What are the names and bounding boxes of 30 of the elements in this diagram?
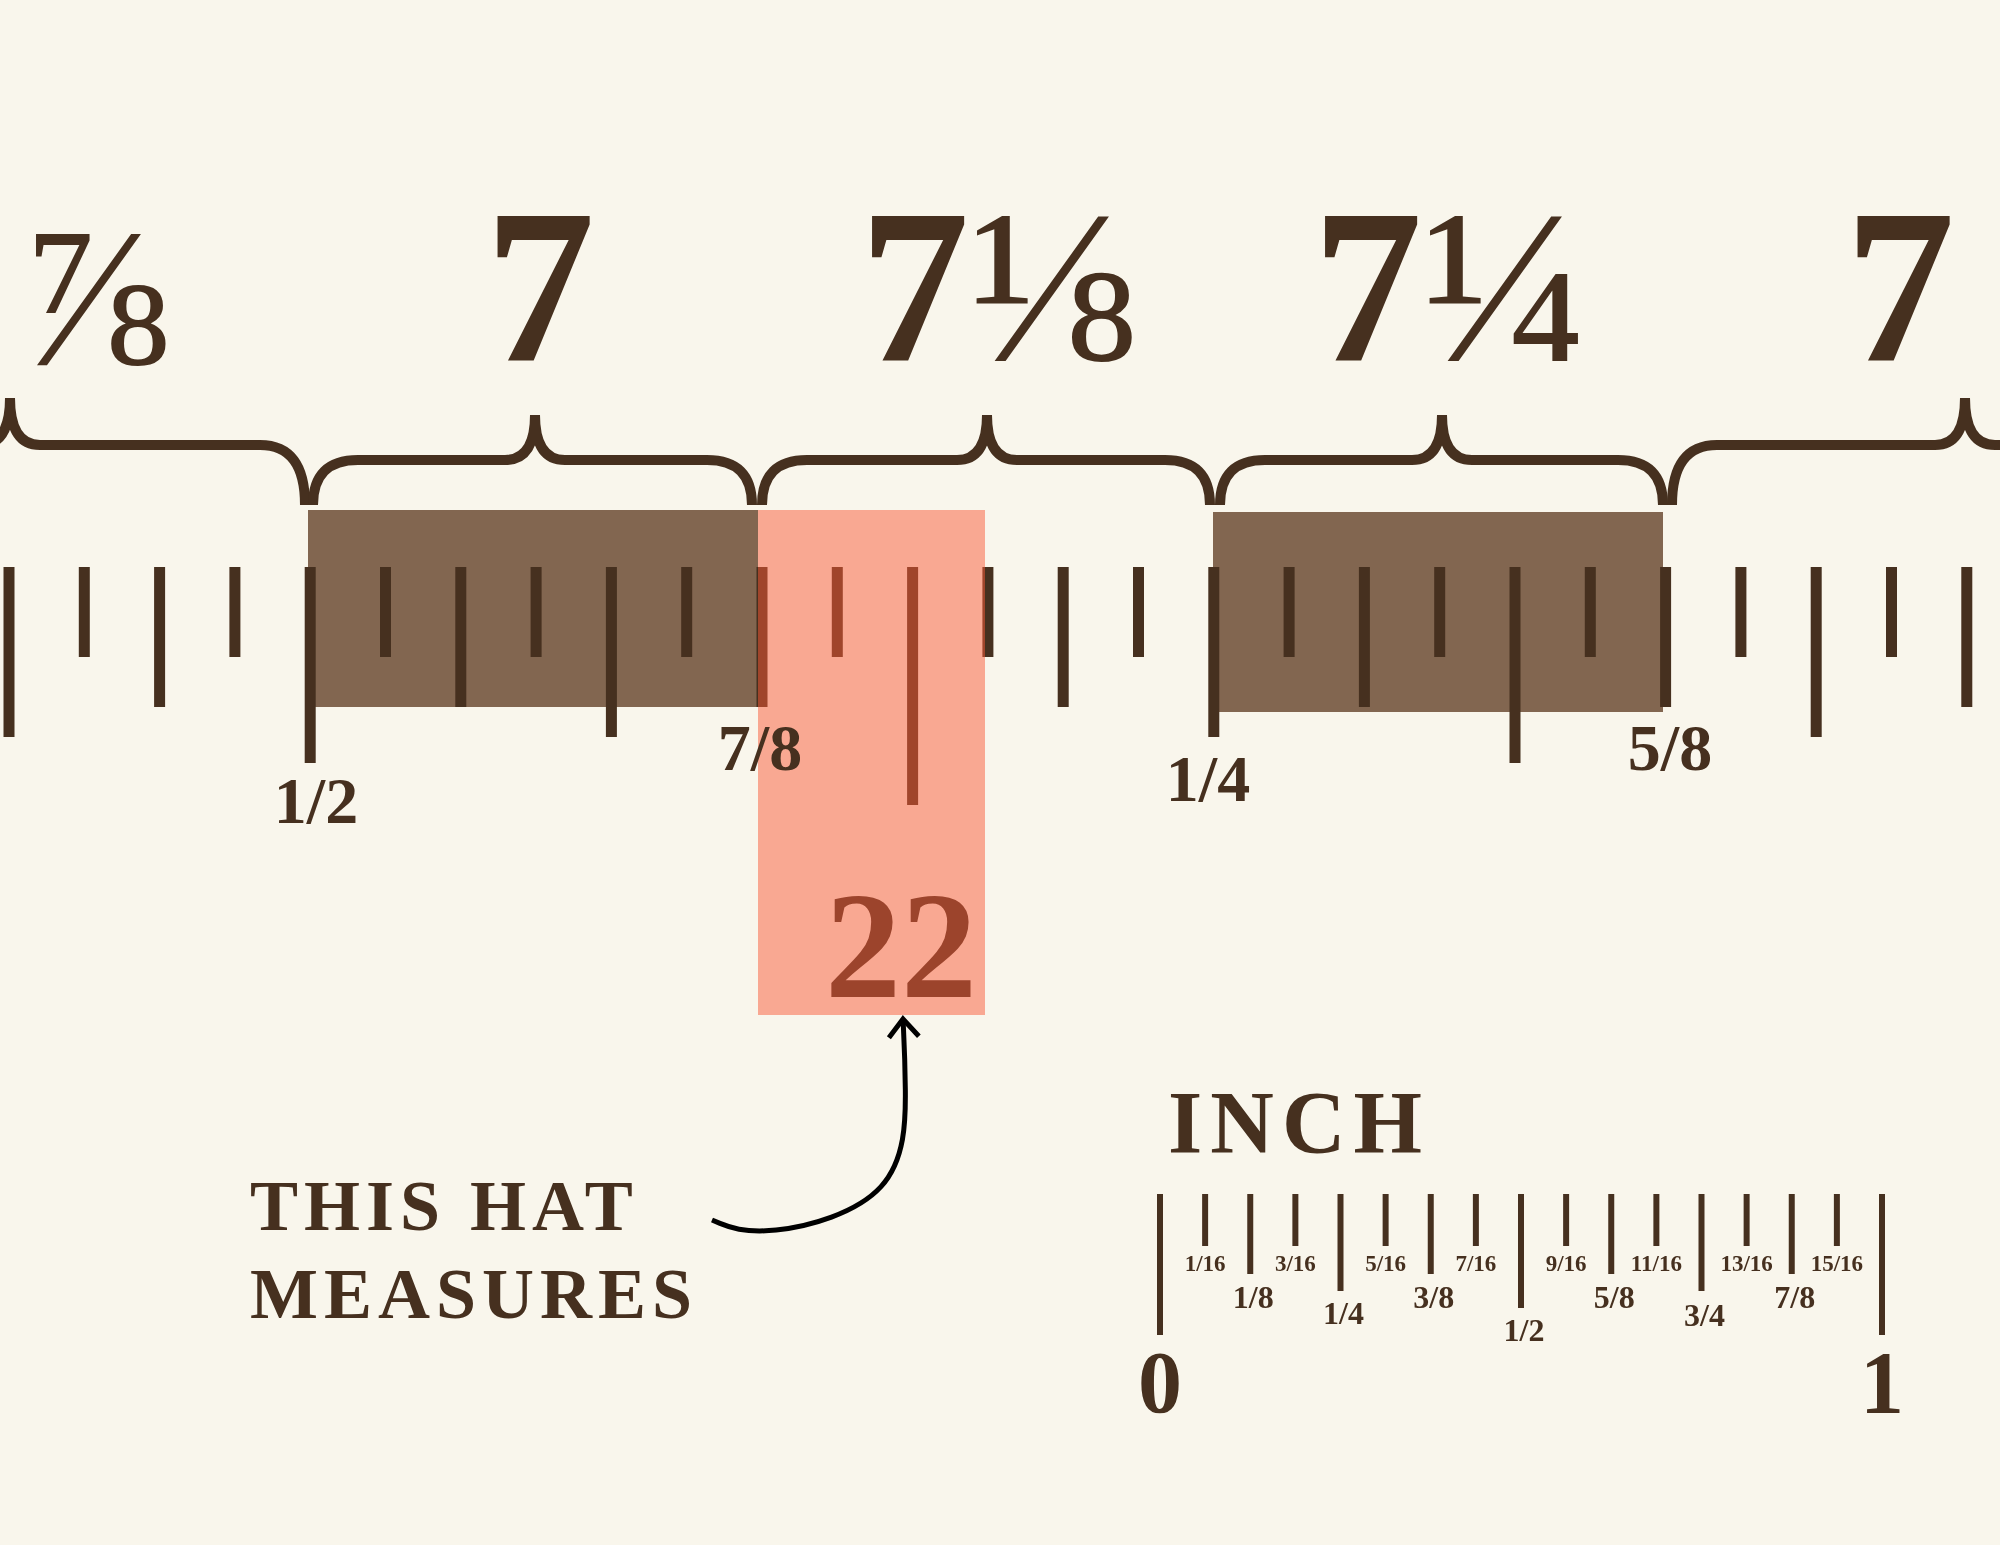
tick-label: 3/8 — [1413, 1281, 1455, 1313]
tick-label: 5/16 — [1365, 1251, 1407, 1275]
measurement-number: 22 — [825, 870, 977, 1022]
tick-label: 1/8 — [1232, 1281, 1274, 1313]
scale-number: 0 — [1138, 1339, 1182, 1427]
tick-label: 7/8 — [1774, 1281, 1816, 1313]
tick-label: 7/16 — [1455, 1251, 1497, 1275]
tick-label: 9/16 — [1545, 1251, 1587, 1275]
tick-label: 1/4 — [1165, 746, 1251, 812]
curved-arrow — [711, 1016, 922, 1234]
tick-label: 11/16 — [1630, 1251, 1682, 1275]
tick-label: 15/16 — [1810, 1251, 1864, 1275]
tick-label: 13/16 — [1720, 1251, 1773, 1275]
callout-text: THIS HAT MEASURES — [250, 1162, 712, 1342]
size-label: 7 — [1845, 177, 1955, 397]
tick-label: 1/2 — [1503, 1314, 1545, 1346]
tick-label: 5/8 — [1593, 1281, 1635, 1313]
size-label: 7⅛ — [859, 177, 1135, 397]
tick-label: 1/4 — [1323, 1297, 1364, 1329]
tick-label: 7/8 — [717, 715, 803, 781]
tick-label: 3/4 — [1684, 1299, 1725, 1331]
size-label: 7¼ — [1312, 177, 1588, 397]
tick-label: 3/16 — [1274, 1251, 1316, 1275]
size-label: 7 — [485, 177, 595, 397]
tick-label: 5/8 — [1627, 715, 1713, 781]
size-label: ⅞ — [20, 198, 170, 398]
tick-label: 1/16 — [1184, 1251, 1226, 1275]
tick-label: 1/2 — [273, 768, 359, 834]
scale-number: 1 — [1860, 1339, 1904, 1427]
unit-label: INCH — [1168, 1079, 1430, 1167]
